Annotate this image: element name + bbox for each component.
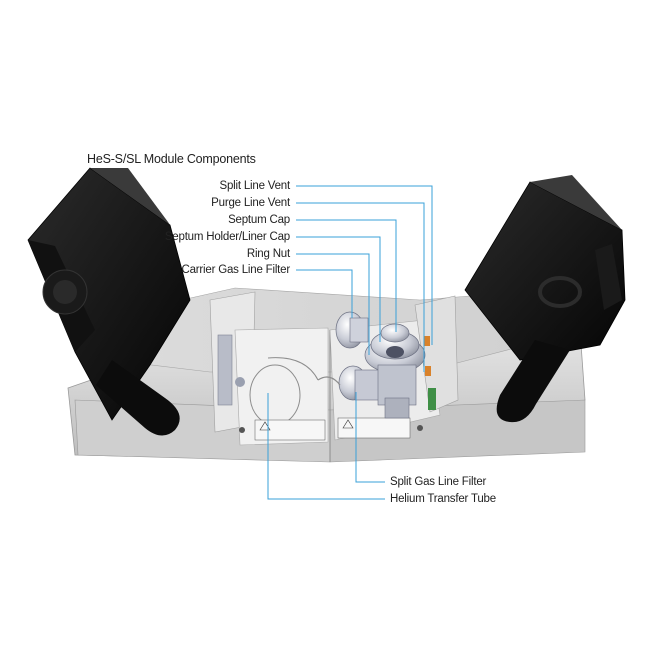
callout-purge-line-vent (296, 202, 425, 372)
left-compartment (209, 291, 329, 446)
left-cover (27, 167, 191, 436)
label-helium-transfer-tube: Helium Transfer Tube (390, 493, 496, 505)
callout-split-gas-filter (355, 392, 385, 483)
septum-stack-part (364, 323, 426, 374)
label-purge-line-vent: Purge Line Vent (211, 197, 290, 209)
label-split-gas-line-filter: Split Gas Line Filter (390, 476, 487, 488)
split-gas-line-filter-part (338, 365, 384, 401)
callout-septum-cap (296, 219, 397, 332)
label-septum-holder-liner-cap: Septum Holder/Liner Cap (164, 231, 290, 243)
label-ring-nut: Ring Nut (246, 248, 290, 260)
label-carrier-gas-line-filter: Carrier Gas Line Filter (181, 264, 290, 276)
carrier-gas-line-filter-part (335, 311, 369, 349)
callout-helium-tube (267, 393, 385, 500)
callout-ring-nut (296, 253, 370, 355)
callout-split-line-vent (296, 185, 433, 345)
callout-lines (267, 185, 433, 500)
label-split-line-vent: Split Line Vent (219, 180, 290, 192)
label-septum-cap: Septum Cap (228, 214, 290, 226)
callout-septum-holder (296, 236, 381, 342)
callout-carrier-filter (296, 269, 353, 318)
right-cover (464, 175, 626, 423)
inlet-assembly (317, 311, 431, 419)
diagram-title: HeS-S/SL Module Components (87, 152, 256, 166)
